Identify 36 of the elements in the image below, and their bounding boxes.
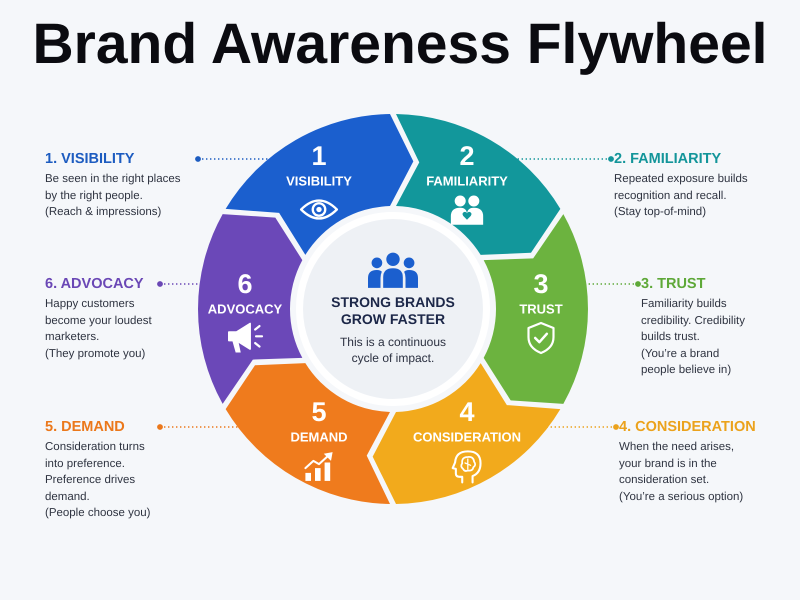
step-number: 2	[459, 142, 475, 170]
step-label: TRUST	[519, 302, 563, 316]
step-heading: 1. VISIBILITY	[45, 150, 134, 168]
step-label: ADVOCACY	[208, 302, 282, 316]
step-label: FAMILIARITY	[426, 173, 508, 188]
center-text: This is a continuous cycle of impact.	[338, 334, 448, 366]
step-heading: 6. ADVOCACY	[45, 275, 144, 293]
step-number: 6	[237, 270, 253, 298]
center-heading: STRONG BRANDS GROW FASTER	[330, 294, 456, 328]
step-heading: 4. CONSIDERATION	[619, 418, 756, 436]
step-description: Repeated exposure builds recognition and recall.	[614, 172, 749, 204]
step-note: (You’re a serious option)	[619, 490, 744, 504]
title: Brand Awareness Flywheel	[32, 12, 768, 76]
step-number: 4	[459, 398, 475, 426]
step-number: 3	[533, 270, 549, 298]
step-heading: 3. TRUST	[641, 275, 706, 293]
step-note: (People choose you)	[45, 506, 150, 521]
step-description: Consideration turns into preference. Preference drives demand.	[45, 440, 146, 504]
step-label: DEMAND	[290, 430, 348, 445]
step-description: Familiarity builds credibility. Credibility builds trust.	[641, 297, 746, 345]
step-heading: 2. FAMILIARITY	[614, 150, 722, 168]
step-description: When the need arises, your brand is in the consideration set.	[619, 440, 736, 488]
step-note: (You’re a brand people believe in)	[641, 346, 732, 378]
step-description: Happy customers become your loudest marketers.	[45, 297, 153, 345]
step-note: (Reach & impressions)	[45, 205, 162, 220]
step-description: Be seen in the right places by the right people.	[45, 172, 182, 204]
leader-line	[195, 156, 270, 162]
step-note: (Stay top-of-mind)	[614, 205, 706, 220]
step-number: 1	[311, 142, 327, 170]
step-note: (They promote you)	[45, 346, 146, 362]
step-label: VISIBILITY	[286, 173, 352, 188]
step-number: 5	[311, 398, 327, 426]
leader-line	[516, 156, 614, 162]
step-label: CONSIDERATION	[412, 430, 522, 445]
step-heading: 5. DEMAND	[45, 418, 125, 436]
leader-line	[157, 424, 239, 430]
